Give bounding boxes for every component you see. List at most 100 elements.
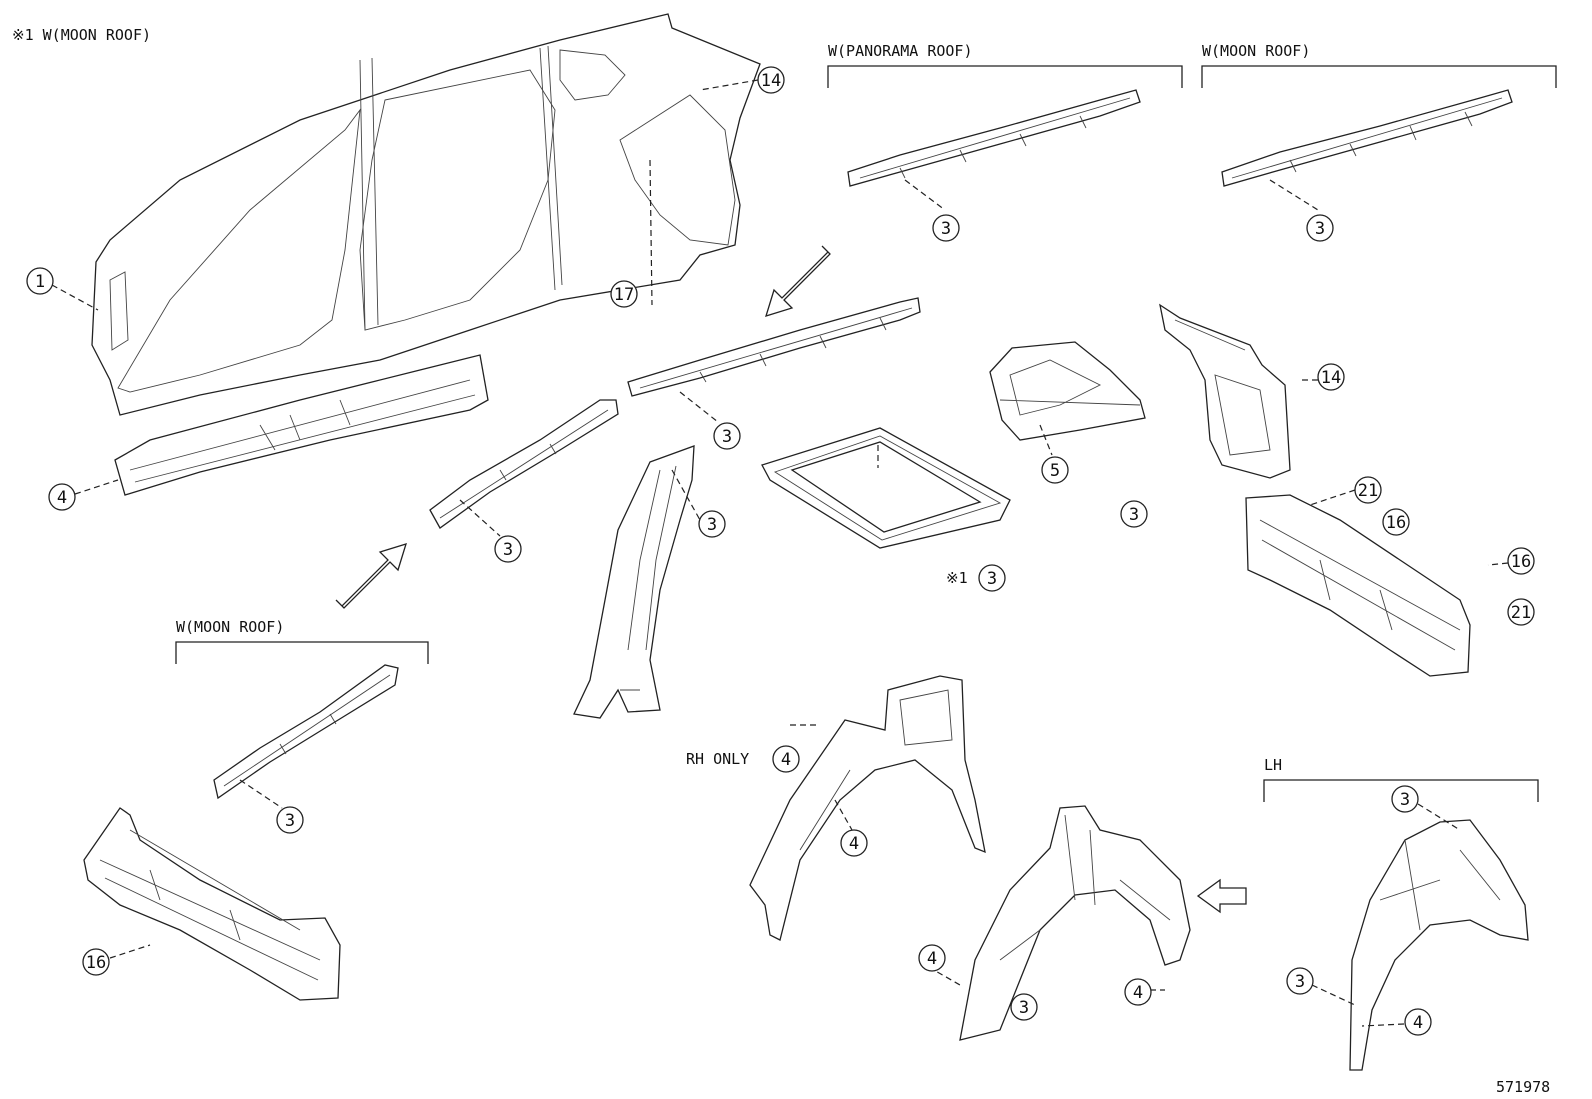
leader-16b-21b xyxy=(1487,562,1509,566)
center-pillar xyxy=(573,445,695,719)
svg-text:4: 4 xyxy=(781,750,791,770)
leader-3-panorama xyxy=(904,179,946,211)
back-panel xyxy=(1245,494,1471,677)
callout-16a: 16 xyxy=(1382,508,1410,536)
callout-16b: 16 xyxy=(1507,547,1535,575)
svg-text:21: 21 xyxy=(1511,603,1531,623)
callout-4-lh: 4 xyxy=(1404,1008,1432,1036)
lh-wheel-house xyxy=(1349,819,1529,1071)
callout-3-lh-left: 3 xyxy=(1286,967,1314,995)
panorama-roof-bracket xyxy=(827,65,1183,88)
callout-3-wh: 3 xyxy=(1010,993,1038,1021)
direction-arrow-icon-lower xyxy=(335,543,407,609)
leader-17 xyxy=(649,159,653,306)
roof-rail-main xyxy=(627,297,921,397)
callout-21b: 21 xyxy=(1507,598,1535,626)
callout-4-wh-left: 4 xyxy=(918,944,946,972)
callout-14a: 14 xyxy=(757,66,785,94)
callout-3-bracket: 3 xyxy=(1120,500,1148,528)
svg-text:3: 3 xyxy=(1400,790,1410,810)
lh-bracket xyxy=(1263,779,1539,802)
callout-3-panorama: 3 xyxy=(932,214,960,242)
front-roof-side-rail xyxy=(429,399,619,529)
moon-roof-rail-top xyxy=(1221,89,1513,187)
leader-5-and-3 xyxy=(1039,424,1053,456)
svg-text:5: 5 xyxy=(1050,461,1060,481)
moon-roof-front-rail-left xyxy=(213,664,399,800)
callout-3-lh-top: 3 xyxy=(1391,785,1419,813)
rh-only-label: RH ONLY xyxy=(686,750,749,768)
svg-text:4: 4 xyxy=(849,834,859,854)
svg-text:3: 3 xyxy=(285,811,295,831)
callout-3-roof-rail: 3 xyxy=(713,422,741,450)
svg-text:16: 16 xyxy=(1511,552,1531,572)
leader-1 xyxy=(51,284,99,311)
svg-text:4: 4 xyxy=(57,488,67,508)
callout-21a: 21 xyxy=(1354,476,1382,504)
leader-4-3-wh xyxy=(919,961,961,986)
callout-14b: 14 xyxy=(1317,363,1345,391)
svg-text:3: 3 xyxy=(941,219,951,239)
svg-text:3: 3 xyxy=(1019,998,1029,1018)
svg-text:4: 4 xyxy=(1133,983,1143,1003)
moon-roof-note: ※1 W(MOON ROOF) xyxy=(12,26,151,44)
svg-text:4: 4 xyxy=(1413,1013,1423,1033)
callout-4-rocker: 4 xyxy=(48,483,76,511)
svg-text:3: 3 xyxy=(987,569,997,589)
moon-roof-top-bracket xyxy=(1201,65,1557,88)
svg-text:4: 4 xyxy=(927,949,937,969)
moon-roof-left-label: W(MOON ROOF) xyxy=(176,618,284,636)
callout-3-pillar: 3 xyxy=(698,510,726,538)
leader-4-rocker xyxy=(74,479,119,495)
leader-3-moon-left xyxy=(239,779,283,809)
rear-wheel-house-inner xyxy=(959,805,1191,1041)
callout-17: 17 xyxy=(610,280,638,308)
svg-text:16: 16 xyxy=(86,953,106,973)
rocker-panel xyxy=(114,354,489,496)
callout-3-moon-top: 3 xyxy=(1306,214,1334,242)
moon-roof-top-label: W(MOON ROOF) xyxy=(1202,42,1310,60)
panorama-roof-rail xyxy=(847,89,1141,187)
callout-3-front-rail: 3 xyxy=(494,535,522,563)
sunroof-note-marker: ※1 xyxy=(946,569,968,587)
callout-5: 5 xyxy=(1041,456,1069,484)
svg-text:3: 3 xyxy=(722,427,732,447)
lh-label: LH xyxy=(1264,756,1282,774)
direction-arrow-icon-right xyxy=(1196,878,1247,914)
leader-3-front-rail xyxy=(459,499,501,537)
callout-3-sunroof: 3 xyxy=(978,564,1006,592)
leader-3-lh-top xyxy=(1417,803,1461,831)
rear-wheel-arch-outer xyxy=(749,675,986,941)
rear-quarter-inner xyxy=(1159,303,1291,479)
svg-text:14: 14 xyxy=(761,71,781,91)
svg-text:17: 17 xyxy=(614,285,634,305)
figure-id: 571978 xyxy=(1496,1078,1550,1096)
leader-3-moon-top xyxy=(1269,179,1319,211)
rear-roof-reinforcement xyxy=(989,341,1146,441)
svg-text:21: 21 xyxy=(1358,481,1378,501)
sunroof-frame xyxy=(761,427,1011,549)
svg-text:1: 1 xyxy=(35,272,45,292)
callout-1: 1 xyxy=(26,267,54,295)
callout-4-wh-right: 4 xyxy=(1124,978,1152,1006)
panorama-roof-label: W(PANORAMA ROOF) xyxy=(828,42,973,60)
callout-4-wheel-lower: 4 xyxy=(840,829,868,857)
svg-text:3: 3 xyxy=(503,540,513,560)
callout-4-rh-only: 4 xyxy=(772,745,800,773)
svg-text:3: 3 xyxy=(707,515,717,535)
moon-roof-left-bracket xyxy=(175,641,429,664)
leader-21a-16a xyxy=(1309,489,1356,506)
leader-3-lh-left xyxy=(1311,984,1356,1006)
svg-text:3: 3 xyxy=(1295,972,1305,992)
side-body-panel xyxy=(91,13,761,416)
leader-3-roof-rail xyxy=(679,391,719,423)
callout-16c: 16 xyxy=(82,948,110,976)
leader-4-wheel-lower xyxy=(834,799,853,831)
svg-text:16: 16 xyxy=(1386,513,1406,533)
cowl-panel xyxy=(83,807,341,1001)
callout-3-moon-left: 3 xyxy=(276,806,304,834)
leader-4-lh xyxy=(1361,1023,1405,1027)
direction-arrow-icon-upper xyxy=(765,245,831,317)
leader-16c xyxy=(109,944,151,959)
